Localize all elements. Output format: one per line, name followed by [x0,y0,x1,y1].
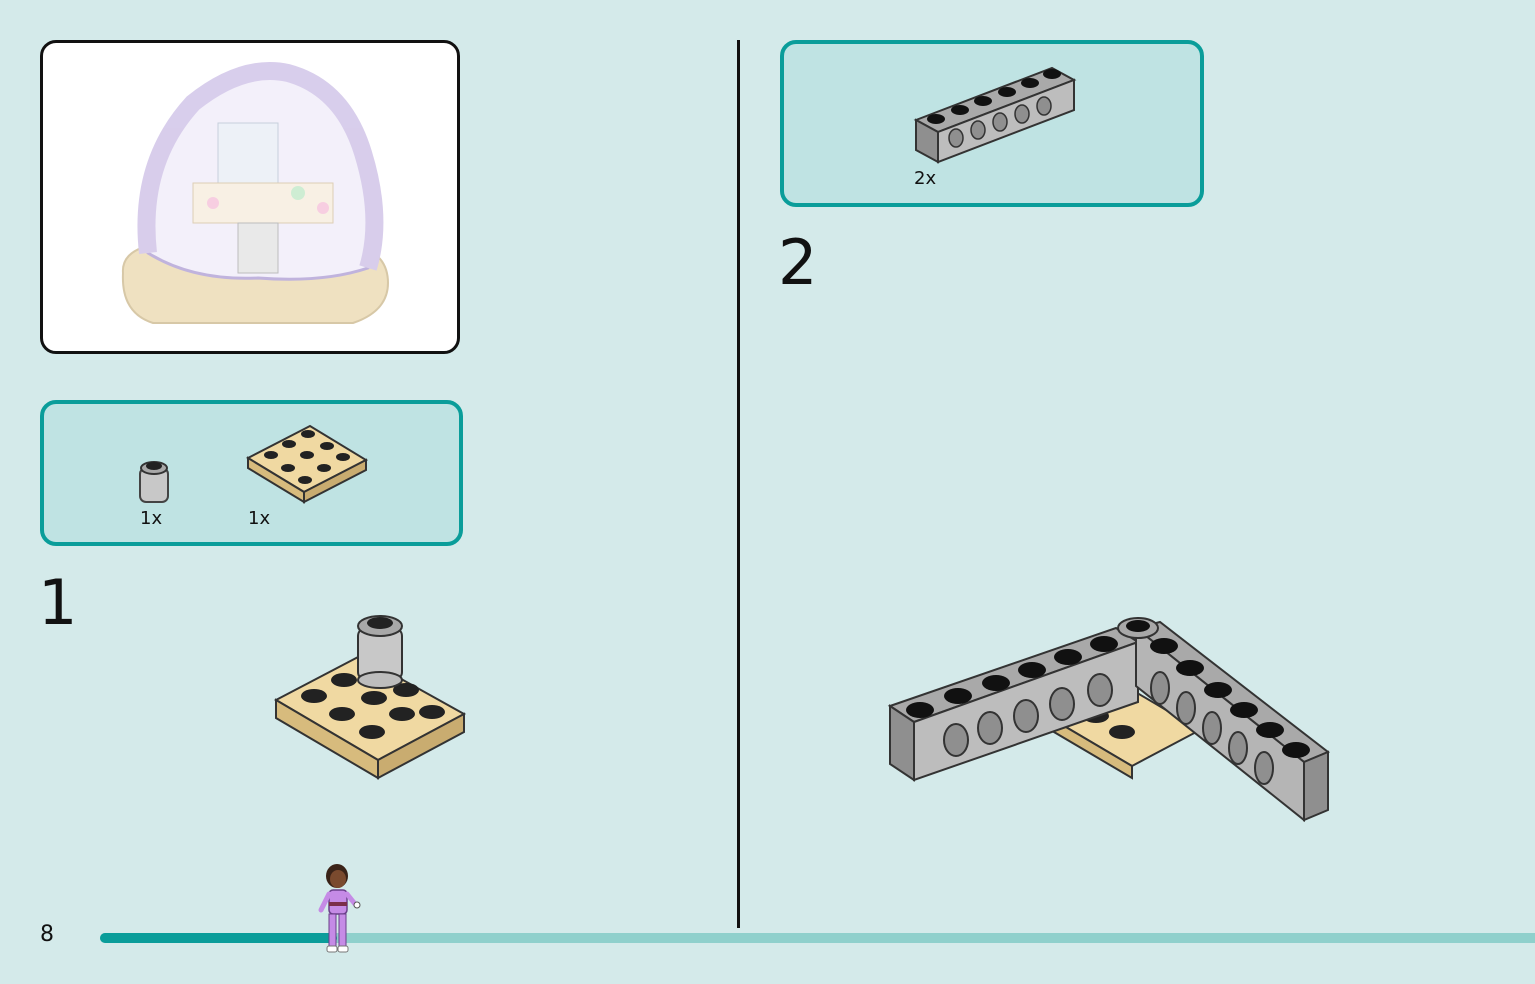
progress-track [100,933,1535,943]
step-2-parts-panel: 2x [780,40,1204,207]
step-1-parts-panel: 1x 1x [40,400,463,546]
model-preview-panel [40,40,460,354]
step-1-part-2-qty: 1x [248,508,271,529]
progress-fill [100,933,337,943]
round-brick-1x1-grey-icon [139,461,169,503]
technic-brick-1x6-grey-icon [913,66,1077,164]
step-2-part-1-qty: 2x [914,168,937,189]
page-number: 8 [40,922,54,947]
step-1-part-1-qty: 1x [140,508,163,529]
step-2-assembly-illustration [887,617,1330,823]
page-divider [737,40,740,928]
completed-model-illustration [121,62,390,324]
step-1-assembly-illustration [273,615,467,780]
plate-3x3-tan-icon [245,424,369,504]
step-1-number: 1 [38,566,78,639]
minifigure-progress-marker-icon [318,864,361,953]
step-2-number: 2 [778,226,818,299]
